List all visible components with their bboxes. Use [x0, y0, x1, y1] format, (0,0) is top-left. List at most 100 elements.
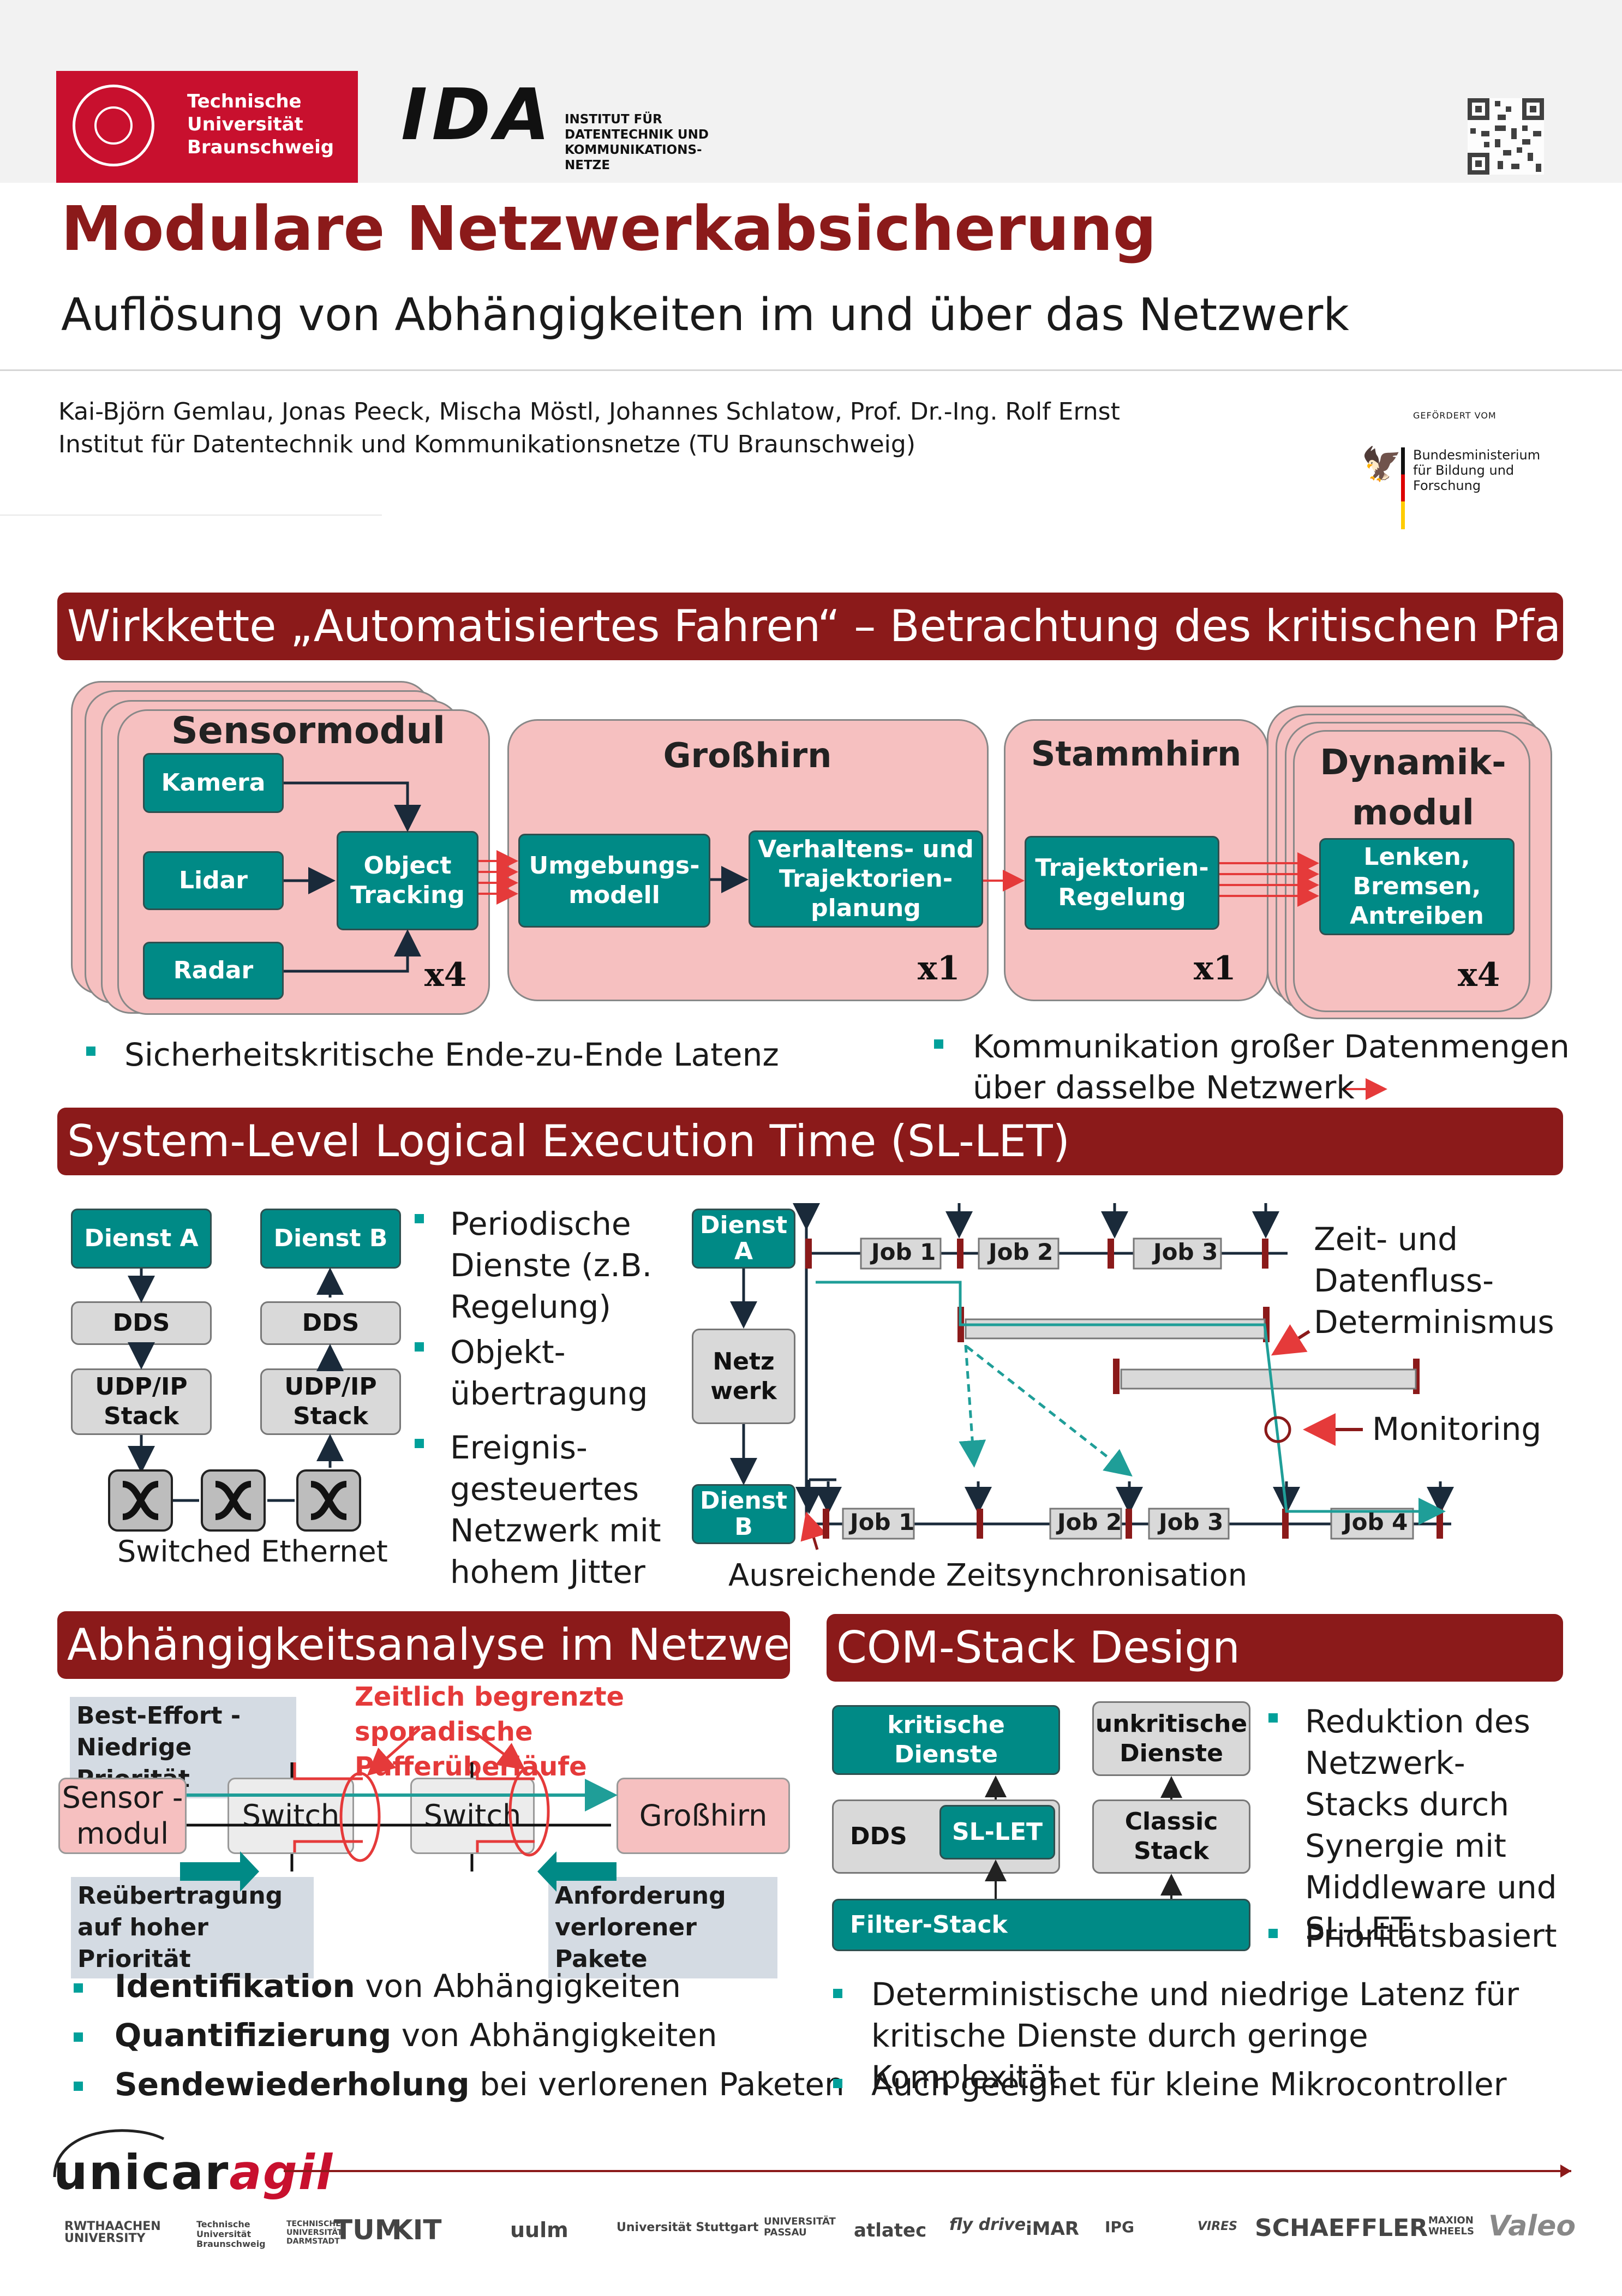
tu-braunschweig-logo: Technische Universität Braunschweig — [56, 71, 358, 183]
bullet-marker — [415, 1342, 424, 1352]
identifikation-bold: Identifikation — [115, 1968, 355, 2005]
timeline-netzwerk: Netz werk — [692, 1329, 795, 1424]
poster-subtitle: Auflösung von Abhängigkeiten im und über… — [61, 289, 1349, 341]
grosshirn-multiplicity: x1 — [918, 949, 960, 988]
bullet-marker — [74, 1983, 83, 1993]
authors-divider — [0, 515, 382, 516]
determinism-label: Zeit- und Datenfluss-Determinismus — [1314, 1221, 1554, 1341]
dynamik-multiplicity: x4 — [1458, 956, 1500, 994]
section-header-wirkkette: Wirkkette „Automatisiertes Fahren“ – Bet… — [57, 593, 1612, 660]
trajektorien-regelung-block: Trajektorien-Regelung — [1025, 836, 1219, 930]
bullet-reduktion: Reduktion des Netzwerk-Stacks durch Syne… — [1305, 1703, 1557, 1947]
sponsor-imar: iMAR — [1026, 2218, 1079, 2240]
sponsor-tum: TUM — [334, 2214, 402, 2246]
kamera-block: Kamera — [143, 753, 284, 813]
umgebungsmodell-block: Umgebungs-modell — [518, 834, 710, 928]
radar-block: Radar — [143, 942, 284, 1000]
sponsor-maxion: MAXION WHEELS — [1428, 2215, 1474, 2237]
switch-icon — [108, 1469, 361, 1532]
sponsor-ipg: IPG — [1105, 2218, 1134, 2236]
sponsor-uni-passau: UNIVERSITÄT PASSAU — [764, 2216, 836, 2238]
lenken-bremsen-block: Lenken, Bremsen, Antreiben — [1319, 838, 1515, 935]
reuebertragung-label: Reübertragung auf hoher Priorität — [71, 1877, 314, 1978]
anforderung-label: Anforderung verlorener Pakete — [548, 1877, 777, 1978]
bullet-sendewiederholung: Sendewiederholung bei verlorenen Paketen — [115, 2064, 845, 2105]
dienst-b-block: Dienst B — [260, 1209, 401, 1269]
ida-logo: IDA — [401, 73, 554, 156]
sponsor-atlatec: atlatec — [854, 2220, 927, 2241]
section-header-sl-let: System-Level Logical Execution Time (SL-… — [57, 1108, 1563, 1175]
sensor-multiplicity: x4 — [424, 956, 467, 994]
sponsor-kit: KIT — [392, 2214, 442, 2246]
sponsor-valeo: Valeo — [1488, 2210, 1576, 2243]
qr-code-icon — [1468, 98, 1544, 175]
sponsor-tu-darmstadt: TECHNISCHE UNIVERSITÄT DARMSTADT — [286, 2220, 343, 2246]
sensor-module-title: Sensormodul — [171, 709, 446, 752]
timeline-dienst-a: Dienst A — [692, 1209, 795, 1269]
funded-by-label: GEFÖRDERT VOM — [1413, 410, 1497, 421]
job2-label-b: Job 2 — [1057, 1509, 1122, 1535]
sponsor-uni-stuttgart: Universität Stuttgart — [617, 2221, 759, 2234]
bullet-marker — [415, 1214, 424, 1223]
job3-label: Job 3 — [1153, 1239, 1218, 1265]
grosshirn-node: Großhirn — [617, 1778, 790, 1854]
job3-label-b: Job 3 — [1159, 1509, 1224, 1535]
authors: Kai-Björn Gemlau, Jonas Peeck, Mischa Mö… — [58, 398, 1120, 426]
job4-label: Job 4 — [1343, 1509, 1408, 1535]
bullet-marker — [415, 1439, 424, 1448]
verhaltensplanung-block: Verhaltens- und Trajektorien-planung — [749, 830, 983, 928]
job1-label-b: Job 1 — [850, 1509, 915, 1535]
bullet-objektuebertragung: Objekt-übertragung — [450, 1334, 648, 1412]
unicar-text: unicar — [53, 2144, 230, 2201]
filter-stack-label: Filter-Stack — [850, 1911, 1008, 1939]
switched-ethernet-label: Switched Ethernet — [117, 1534, 388, 1569]
quantifizierung-rest: von Abhängigkeiten — [391, 2017, 717, 2054]
section-header-abhaengigkeit: Abhängigkeitsanalyse im Netzwerk — [57, 1611, 833, 1679]
tu-seal-icon — [73, 85, 154, 166]
tu-logo-text: Technische Universität Braunschweig — [187, 91, 334, 158]
sendewiederholung-rest: bei verlorenen Paketen — [469, 2066, 845, 2103]
lidar-block: Lidar — [143, 851, 284, 910]
stammhirn-title: Stammhirn — [1031, 734, 1242, 774]
agil-text: agil — [229, 2144, 334, 2201]
stammhirn-multiplicity: x1 — [1194, 949, 1236, 988]
bullet-marker — [74, 2082, 83, 2091]
dds-label: DDS — [850, 1822, 907, 1850]
quantifizierung-bold: Quantifizierung — [115, 2017, 392, 2054]
job2-label: Job 2 — [989, 1239, 1054, 1265]
institute: Institut für Datentechnik und Kommunikat… — [58, 430, 915, 458]
bmbf-name: Bundesministerium für Bildung und Forsch… — [1413, 447, 1541, 493]
bullet-latenz: Sicherheitskritische Ende-zu-Ende Latenz — [124, 1036, 779, 1073]
bullet-marker — [833, 1989, 842, 1998]
udp-stack-a: UDP/IP Stack — [71, 1368, 212, 1435]
bullet-identifikation: Identifikation von Abhängigkeiten — [115, 1965, 681, 2007]
bullet-marker — [833, 2079, 842, 2088]
classic-stack-block: Classic Stack — [1092, 1799, 1250, 1874]
bullet-deterministisch: Deterministische und niedrige Latenz für… — [871, 1976, 1519, 2096]
sponsor-schaeffler: SCHAEFFLER — [1255, 2214, 1428, 2242]
bullet-ereignis: Ereignis-gesteuertes Netzwerk mit hohem … — [450, 1429, 661, 1591]
bullet-datenmengen-1: Kommunikation großer Datenmengen — [973, 1028, 1570, 1065]
sponsor-flydrive: fly drive — [949, 2215, 1026, 2234]
bullet-datenmengen-2: über dasselbe Netzwerk — [973, 1069, 1355, 1106]
bullet-marker — [1268, 1713, 1278, 1723]
bullet-marker — [74, 2032, 83, 2042]
timeline-dienst-b: Dienst B — [692, 1484, 795, 1544]
title-divider — [0, 369, 1622, 371]
sponsor-tu-braunschweig: Technische Universität Braunschweig — [196, 2219, 266, 2249]
monitoring-label: Monitoring — [1372, 1410, 1542, 1448]
sendewiederholung-bold: Sendewiederholung — [115, 2066, 470, 2103]
bullet-marker — [86, 1047, 95, 1056]
sponsor-rwth: RWTHAACHEN UNIVERSITY — [64, 2220, 161, 2245]
section-header-com-stack: COM-Stack Design — [827, 1614, 1563, 1682]
dds-block-b: DDS — [260, 1301, 401, 1345]
kritische-dienste-block: kritische Dienste — [832, 1705, 1060, 1775]
bullet-mikrocontroller: Auch geeignet für kleine Mikrocontroller — [871, 2066, 1507, 2103]
bullet-quantifizierung: Quantifizierung von Abhängigkeiten — [115, 2014, 717, 2056]
german-flag-icon — [1401, 447, 1405, 529]
